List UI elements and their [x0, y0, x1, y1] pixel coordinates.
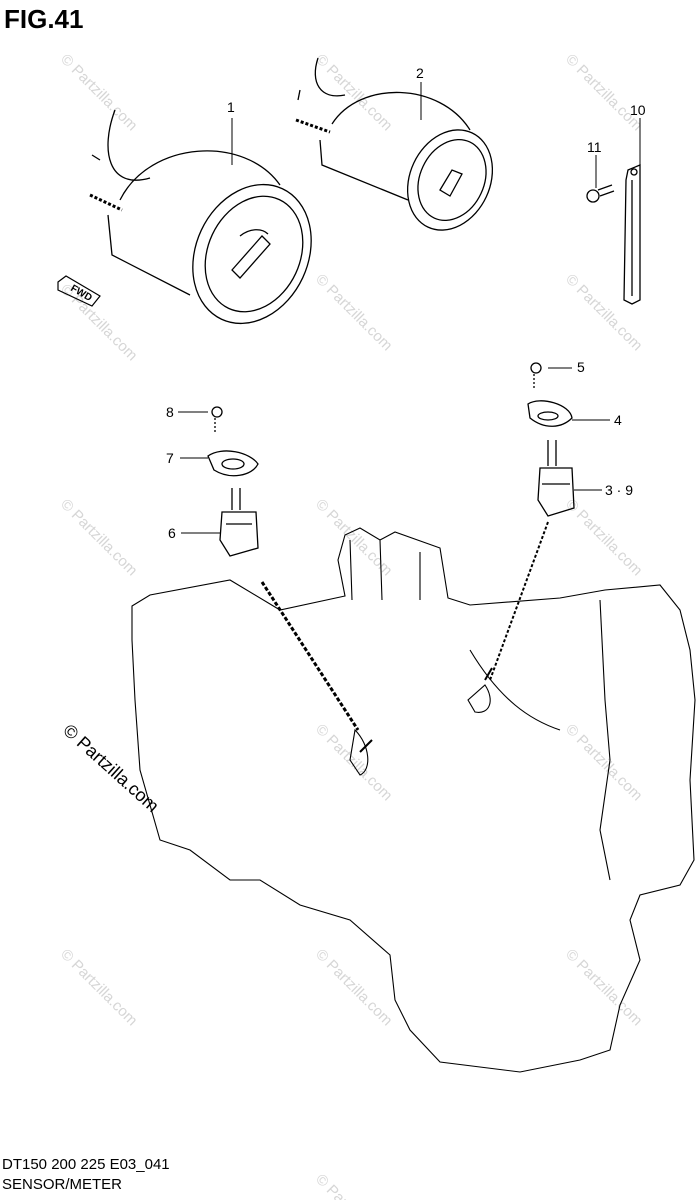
watermark-pattern: © Partzilla.com © Partzilla.com © Partzi…	[57, 51, 645, 1200]
callout-1: 1	[227, 99, 235, 115]
meter-gauge-small	[295, 57, 494, 231]
callout-6: 6	[168, 525, 176, 541]
engine-block-outline	[131, 527, 696, 1073]
sensor-left-assembly	[207, 406, 259, 557]
figure-title: FIG.41	[4, 4, 84, 34]
watermark-faint: © Partzilla.com	[57, 496, 140, 579]
footer-subtitle: SENSOR/METER	[2, 1176, 123, 1193]
callout-10: 10	[630, 102, 646, 118]
watermark-faint: © Partzilla.com	[562, 721, 645, 804]
callout-4: 4	[614, 412, 622, 428]
watermark-faint: © Partzilla.com	[312, 946, 395, 1029]
callout-8: 8	[166, 404, 174, 420]
watermark-main: © Partzilla.com	[59, 720, 163, 816]
callout-2: 2	[416, 65, 424, 81]
watermark-faint: © Partzilla.com	[57, 946, 140, 1029]
callout-5: 5	[577, 359, 585, 375]
watermark-faint: © Partzilla.com	[562, 946, 645, 1029]
bolt	[586, 184, 615, 203]
watermark-faint: © Partzilla.com	[312, 271, 395, 354]
callout-11: 11	[587, 139, 602, 155]
watermark-faint: © Partzilla.com	[562, 51, 645, 134]
watermark-faint: © Partzilla.com	[562, 271, 645, 354]
watermark-faint: © Partzilla.com	[312, 496, 395, 579]
callout-7: 7	[166, 450, 174, 466]
watermark-faint: © Partzilla.com	[57, 281, 140, 364]
sensor-wires	[260, 521, 549, 731]
watermark-faint: © Partzilla.com	[312, 1171, 395, 1200]
callout-3-9: 3 · 9	[605, 482, 633, 498]
watermark-faint: © Partzilla.com	[562, 496, 645, 579]
mount-bracket	[623, 164, 641, 305]
sensor-right-assembly	[527, 362, 575, 517]
footer-model-code: DT150 200 225 E03_041	[2, 1156, 170, 1173]
meter-gauge-large	[89, 109, 312, 325]
watermark-faint: © Partzilla.com	[57, 51, 140, 134]
callouts: 1 2 3 · 9 4 5 6 7 8 10 11	[166, 65, 646, 541]
leader-lines	[178, 82, 641, 534]
